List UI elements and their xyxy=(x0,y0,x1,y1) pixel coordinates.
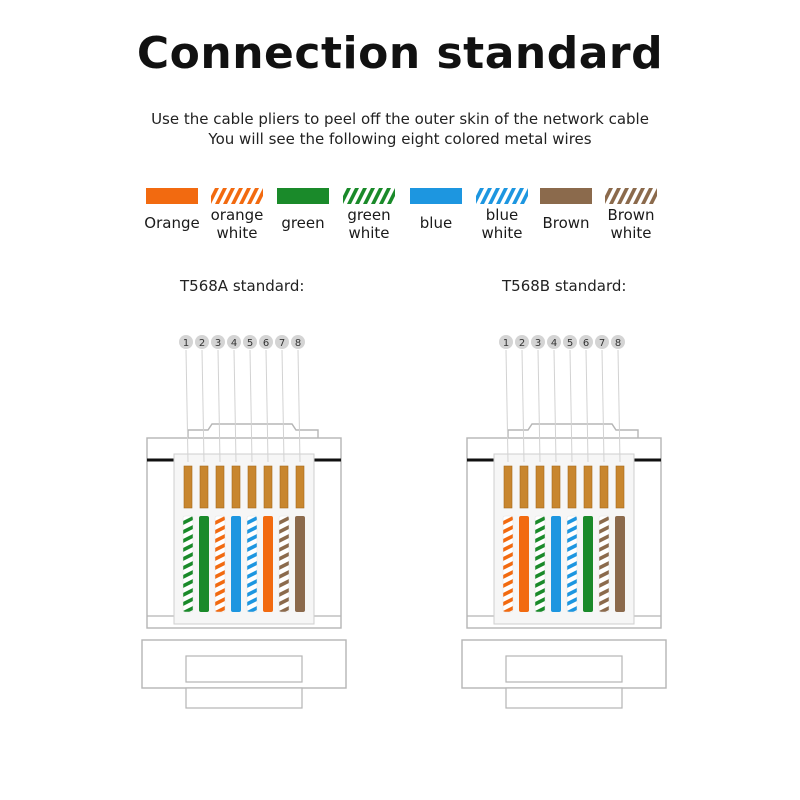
pin-number: 2 xyxy=(519,338,525,349)
t568a-wire-1-green-white: 1 xyxy=(179,335,194,613)
t568b-wire-5-blue-white: 5 xyxy=(563,335,578,613)
t568b-wire-3-green-white: 3 xyxy=(531,335,546,613)
swatch-label: Orange xyxy=(144,214,200,232)
t568a-wire-5-blue-white: 5 xyxy=(243,335,258,613)
t568b-wire-1-orange-white: 1 xyxy=(499,335,514,613)
swatch-label: blue white xyxy=(481,206,523,242)
pin-number: 1 xyxy=(183,338,189,349)
pin-number-badge xyxy=(611,335,625,349)
t568a-wire-2-green: 2 xyxy=(195,335,209,612)
swatch-label: orange white xyxy=(210,206,264,242)
pin-number-badge xyxy=(243,335,257,349)
pin-number: 8 xyxy=(295,338,301,349)
pin-number: 5 xyxy=(567,338,573,349)
color-legend: Orange orange white green green white blue bl… xyxy=(0,188,800,258)
t568a-wire-6-orange: 6 xyxy=(259,335,273,612)
instruction-line-1: Use the cable pliers to peel off the out… xyxy=(151,110,649,128)
swatch-label: Brown xyxy=(542,214,590,232)
t568a-wire-4-blue: 4 xyxy=(227,335,241,612)
t568b-wire-2-orange: 2 xyxy=(515,335,529,612)
pin-number-badge xyxy=(179,335,193,349)
pin-number-badge xyxy=(275,335,289,349)
page-title: Connection standard xyxy=(136,28,664,79)
swatch-label: green xyxy=(281,214,325,232)
pin-number: 2 xyxy=(199,338,205,349)
swatch-brown-white: Brown white xyxy=(598,188,664,242)
t568a-wire-3-orange-white: 3 xyxy=(211,335,226,613)
pin-number: 3 xyxy=(215,338,221,349)
pin-number: 6 xyxy=(583,338,589,349)
swatch-bar xyxy=(410,188,462,204)
pin-number-badge xyxy=(195,335,209,349)
t568b-wire-4-blue: 4 xyxy=(547,335,561,612)
swatch-bar xyxy=(146,188,198,204)
pin-number: 4 xyxy=(231,338,237,349)
pin-number-badge xyxy=(259,335,273,349)
pin-number: 1 xyxy=(503,338,509,349)
pin-number: 7 xyxy=(599,338,605,349)
pin-number-badge xyxy=(579,335,593,349)
swatch-bar xyxy=(211,188,263,204)
t568a-label: T568A standard: xyxy=(180,277,305,295)
swatch-label: blue xyxy=(419,214,453,232)
pin-number-badge xyxy=(291,335,305,349)
pin-number: 6 xyxy=(263,338,269,349)
pin-number-badge xyxy=(227,335,241,349)
swatch-label: green white xyxy=(347,206,391,242)
pin-number: 3 xyxy=(535,338,541,349)
swatch-blue-white: blue white xyxy=(469,188,535,242)
pin-number: 4 xyxy=(551,338,557,349)
swatch-bar xyxy=(343,188,395,204)
t568a-wire-7-brown-white: 7 xyxy=(275,335,290,613)
pin-number-badge xyxy=(563,335,577,349)
t568b-wire-7-brown-white: 7 xyxy=(595,335,610,613)
pin-number: 5 xyxy=(247,338,253,349)
swatch-orange-white: orange white xyxy=(204,188,270,242)
pin-number-badge xyxy=(499,335,513,349)
swatch-green: green xyxy=(270,188,336,232)
pin-number: 8 xyxy=(615,338,621,349)
pin-number-badge xyxy=(515,335,529,349)
swatch-label: Brown white xyxy=(607,206,655,242)
swatch-bar xyxy=(540,188,592,204)
swatch-bar xyxy=(277,188,329,204)
pin-number-badge xyxy=(547,335,561,349)
t568b-wire-8-brown: 8 xyxy=(611,335,625,612)
swatch-bar xyxy=(605,188,657,204)
t568b-plug-body xyxy=(461,423,667,709)
t568b-label: T568B standard: xyxy=(502,277,627,295)
instruction-line-2: You will see the following eight colored… xyxy=(208,130,592,148)
t568b-wire-6-green: 6 xyxy=(579,335,593,612)
swatch-brown: Brown xyxy=(533,188,599,232)
pin-number-badge xyxy=(531,335,545,349)
swatch-green-white: green white xyxy=(336,188,402,242)
swatch-blue: blue xyxy=(403,188,469,232)
t568a-wire-8-brown: 8 xyxy=(291,335,305,612)
pin-number-badge xyxy=(595,335,609,349)
pin-number: 7 xyxy=(279,338,285,349)
t568a-plug-body xyxy=(141,423,347,709)
pin-number-badge xyxy=(211,335,225,349)
swatch-orange: Orange xyxy=(139,188,205,232)
swatch-bar xyxy=(476,188,528,204)
